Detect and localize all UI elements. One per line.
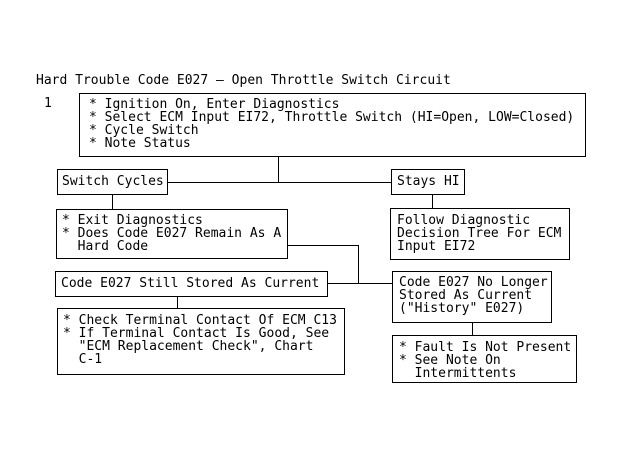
node-text-line: Code E027 No Longer bbox=[399, 275, 548, 290]
node-text-line: C-1 bbox=[63, 352, 103, 367]
node-text-line: Input EI72 bbox=[397, 239, 476, 254]
node-text-line: Intermittents bbox=[399, 366, 517, 381]
node-text-line: * Cycle Switch bbox=[89, 123, 199, 138]
node-code-still-current: Code E027 Still Stored As Current bbox=[55, 271, 328, 297]
node-text-line: Stored As Current bbox=[399, 288, 533, 303]
node-follow-diagnostic-tree: Follow Diagnostic Decision Tree For ECM … bbox=[390, 208, 570, 260]
connector-step1-down bbox=[278, 157, 279, 183]
node-switch-cycles: Switch Cycles bbox=[57, 169, 168, 195]
node-text-line: "ECM Replacement Check", Chart bbox=[63, 339, 314, 354]
connector-no-longer-down bbox=[472, 323, 473, 335]
node-text-line: Code E027 Still Stored As Current bbox=[61, 276, 320, 291]
node-step1-instructions: * Ignition On, Enter Diagnostics * Selec… bbox=[79, 93, 586, 157]
node-text-line: * If Terminal Contact Is Good, See bbox=[63, 326, 330, 341]
connector-still-stored-down bbox=[177, 297, 178, 308]
node-check-terminal-contact: * Check Terminal Contact Of ECM C13 * If… bbox=[57, 308, 345, 375]
node-text-line: Follow Diagnostic bbox=[397, 213, 531, 228]
node-text-line: * Does Code E027 Remain As A bbox=[62, 226, 282, 241]
node-text-line: Hard Code bbox=[62, 239, 149, 254]
node-text-line: * See Note On bbox=[399, 353, 501, 368]
node-stays-hi: Stays HI bbox=[391, 169, 465, 195]
connector-switch-cycles-down bbox=[112, 195, 113, 209]
node-code-no-longer-current: Code E027 No Longer Stored As Current ("… bbox=[392, 271, 552, 323]
node-text-line: * Ignition On, Enter Diagnostics bbox=[89, 97, 340, 112]
node-text-line: * Select ECM Input EI72, Throttle Switch… bbox=[89, 110, 575, 125]
node-text-line: Decision Tree For ECM bbox=[397, 226, 562, 241]
node-text-line: * Note Status bbox=[89, 136, 191, 151]
node-text-line: * Check Terminal Contact Of ECM C13 bbox=[63, 313, 337, 328]
node-text-line: * Fault Is Not Present bbox=[399, 340, 572, 355]
node-text-line: Switch Cycles bbox=[62, 174, 164, 189]
connector-branch-horizontal bbox=[168, 182, 391, 183]
step-number: 1 bbox=[44, 96, 52, 111]
node-fault-not-present: * Fault Is Not Present * See Note On Int… bbox=[392, 335, 577, 383]
node-exit-diagnostics: * Exit Diagnostics * Does Code E027 Rema… bbox=[56, 209, 288, 259]
connector-result-horizontal bbox=[328, 283, 392, 284]
node-text-line: Stays HI bbox=[397, 174, 460, 189]
node-text-line: * Exit Diagnostics bbox=[62, 213, 203, 228]
connector-exit-right bbox=[288, 245, 359, 246]
node-text-line: ("History" E027) bbox=[399, 301, 525, 316]
chart-title: Hard Trouble Code E027 – Open Throttle S… bbox=[36, 73, 451, 88]
connector-stays-hi-down bbox=[432, 195, 433, 208]
connector-exit-down bbox=[358, 245, 359, 284]
